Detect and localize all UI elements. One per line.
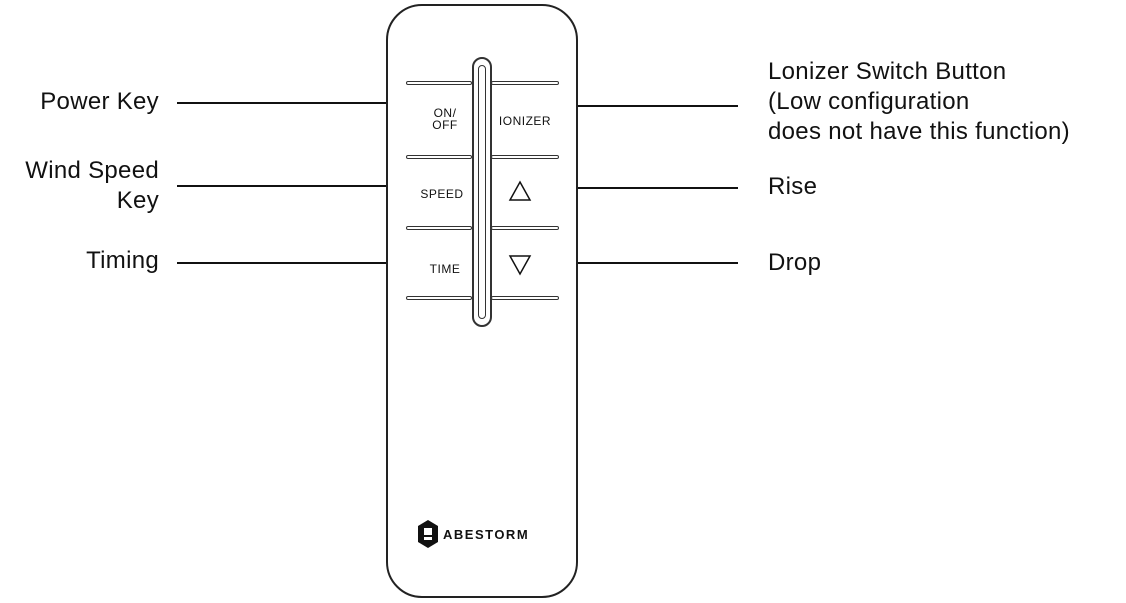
- timing-label: Timing: [86, 247, 159, 274]
- brand-shield-icon: [418, 520, 438, 548]
- ionizer-button[interactable]: IONIZER: [492, 115, 558, 127]
- rise-button[interactable]: [508, 180, 532, 202]
- speed-button[interactable]: SPEED: [412, 188, 472, 200]
- divider-right-3: [491, 226, 559, 230]
- time-button-label: TIME: [429, 262, 461, 276]
- divider-left-1: [406, 81, 472, 85]
- divider-left-4: [406, 296, 472, 300]
- down-triangle-icon: [508, 255, 532, 276]
- power-key-label: Power Key: [40, 88, 159, 115]
- speed-button-label: SPEED: [420, 187, 464, 201]
- brand-name: ABESTORM: [443, 526, 530, 542]
- rise-label: Rise: [768, 173, 818, 200]
- wind-speed-arrow: [177, 180, 406, 192]
- ionizer-button-label: IONIZER: [498, 114, 552, 128]
- ionizer-arrow: [558, 100, 738, 112]
- ionizer-label-line2: (Low configuration: [768, 88, 970, 115]
- drop-button[interactable]: [508, 254, 532, 276]
- brand-logo: ABESTORM: [417, 519, 529, 549]
- wind-speed-key-label-line2: Key: [116, 187, 159, 214]
- divider-right-4: [491, 296, 559, 300]
- timing-arrow: [177, 257, 406, 269]
- divider-right-1: [491, 81, 559, 85]
- divider-left-3: [406, 226, 472, 230]
- power-button[interactable]: ON/ OFF: [420, 107, 470, 131]
- center-slot: [472, 57, 492, 327]
- wind-speed-key-label-line1: Wind Speed: [25, 157, 159, 184]
- ionizer-label-line1: Lonizer Switch Button: [768, 58, 1007, 85]
- divider-left-2: [406, 155, 472, 159]
- time-button[interactable]: TIME: [415, 263, 475, 275]
- drop-label: Drop: [768, 249, 822, 276]
- power-key-arrow: [177, 97, 406, 109]
- ionizer-label-line3: does not have this function): [768, 118, 1070, 145]
- power-button-label-line1: ON/: [433, 106, 457, 120]
- divider-right-2: [491, 155, 559, 159]
- power-button-label-line2: OFF: [432, 118, 458, 132]
- up-triangle-icon: [508, 180, 532, 201]
